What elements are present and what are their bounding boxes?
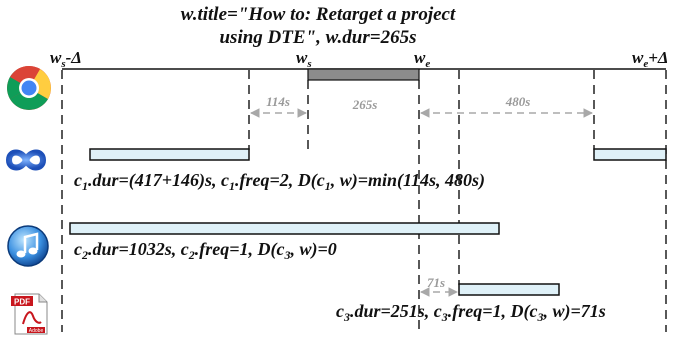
axis-label-ws-minus-delta: ws-Δ [50,48,82,70]
c2-label: c2.dur=1032s, c2.freq=1, D(c3, w)=0 [74,239,337,262]
title-line-1: w.title="How to: Retarget a project [181,4,456,25]
c1-label: c1.dur=(417+146)s, c1.freq=2, D(c1, w)=m… [74,170,485,193]
gap-before-label: 114s [266,94,290,109]
c1-bar-first [89,148,250,161]
axis-label-we: we [414,48,430,70]
axis-label-ws: ws [296,48,312,70]
pdf-icon: PDF Adobe [11,293,48,335]
gap-after-label: 480s [505,94,531,109]
svg-text:Adobe: Adobe [29,328,44,334]
visual-studio-icon [5,149,47,171]
c1-bar-second [593,148,667,161]
c3-label: c3.dur=251s, c3.freq=1, D(c3, w)=71s [336,301,606,324]
c3-bar [458,283,560,296]
chrome-icon [7,66,51,110]
title-line-2: using DTE", w.dur=265s [219,27,416,48]
axis-label-we-plus-delta: we+Δ [632,48,669,70]
c2-bar [69,222,500,235]
window-segment [307,68,420,81]
itunes-icon [7,225,49,267]
svg-text:PDF: PDF [14,298,30,307]
gap-c3-label: 71s [427,275,445,290]
window-duration-label: 265s [352,97,378,112]
